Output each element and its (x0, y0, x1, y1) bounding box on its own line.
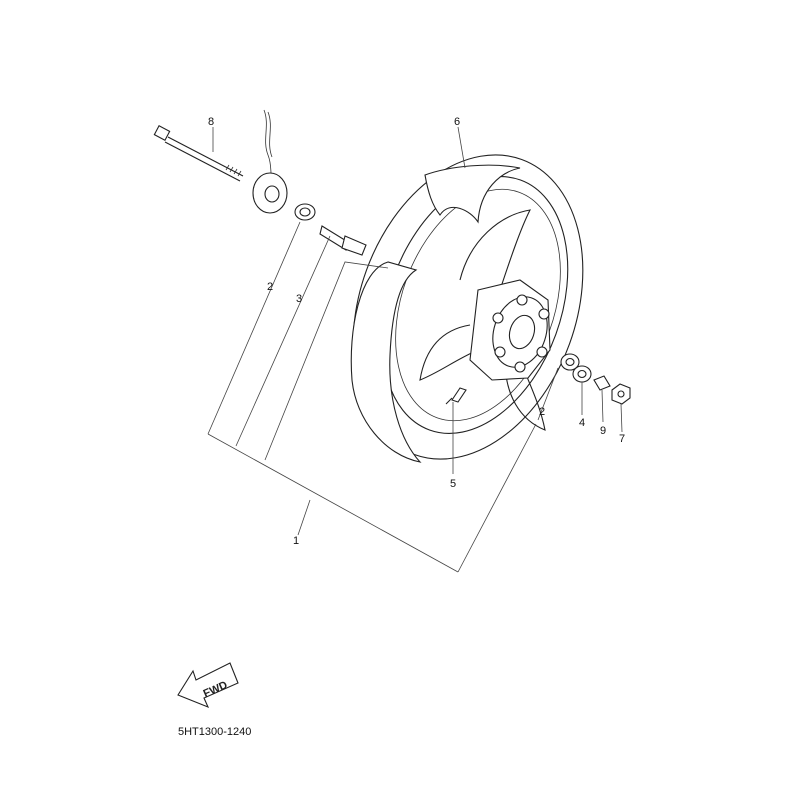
callout-7: 7 (619, 433, 625, 445)
spoke-top (459, 209, 531, 291)
callout-5: 5 (450, 478, 456, 490)
callout-6: 6 (454, 116, 460, 128)
tire-cutaway (350, 261, 422, 463)
bearing-right-part (560, 353, 580, 371)
callout-9: 9 (600, 425, 606, 437)
axle-bolt (153, 125, 244, 182)
valve-stem (445, 387, 467, 405)
spoke-left (419, 324, 479, 381)
wheel-hub (469, 279, 551, 381)
callout-8: 8 (208, 116, 214, 128)
spacer-part (319, 225, 367, 256)
callout-3: 3 (296, 293, 302, 305)
reference-code: 5HT1300-1240 (178, 726, 252, 738)
wheel-assembly (350, 154, 584, 463)
bearing-left-part (294, 203, 316, 221)
axle-nut-part (611, 383, 631, 405)
tire-cutaway-top (424, 164, 521, 224)
callout-1: 1 (293, 535, 299, 547)
callout-2-left: 2 (267, 281, 273, 293)
spoke-bottom (504, 359, 546, 431)
oil-seal-part (572, 365, 592, 383)
forward-direction-arrow: FWD (177, 662, 239, 709)
leader-lines (207, 126, 623, 573)
collar-part (593, 375, 611, 391)
speedometer-gear-unit (252, 109, 288, 214)
callout-2-right: 2 (539, 406, 545, 418)
callout-4: 4 (579, 417, 585, 429)
